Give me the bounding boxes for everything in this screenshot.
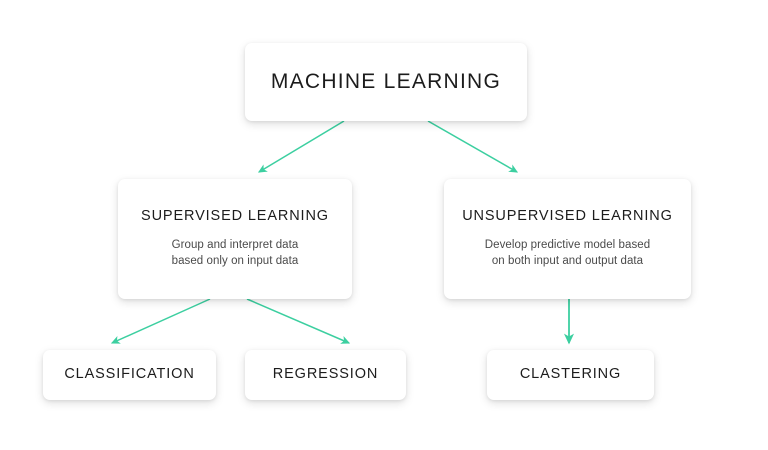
edge-supervised-to-regression (246, 298, 351, 344)
node-regression: REGRESSION (245, 350, 406, 400)
node-unsupervised-learning: UNSUPERVISED LEARNING Develop predictive… (444, 179, 691, 299)
node-classification-label: CLASSIFICATION (64, 366, 195, 383)
node-supervised-learning-label: SUPERVISED LEARNING (141, 208, 329, 225)
node-machine-learning-label: MACHINE LEARNING (270, 70, 502, 94)
node-regression-label: REGRESSION (272, 366, 379, 383)
node-classification: CLASSIFICATION (43, 350, 216, 400)
node-machine-learning: MACHINE LEARNING (245, 43, 527, 121)
edge-root-to-supervised (257, 120, 345, 173)
node-unsupervised-learning-label: UNSUPERVISED LEARNING (462, 208, 673, 225)
node-unsupervised-learning-description-line1: Develop predictive model based (484, 238, 651, 251)
edge-supervised-to-classification (110, 298, 211, 344)
node-unsupervised-learning-description-line2: on both input and output data (491, 255, 644, 268)
node-supervised-learning: SUPERVISED LEARNING Group and interpret … (118, 179, 352, 299)
node-clastering: CLASTERING (487, 350, 654, 400)
node-clastering-label: CLASTERING (519, 366, 622, 383)
node-supervised-learning-description-line1: Group and interpret data (171, 238, 299, 251)
edge-root-to-unsupervised (427, 120, 519, 173)
node-supervised-learning-description: Group and interpret data based only on i… (172, 237, 299, 270)
node-unsupervised-learning-description: Develop predictive model based on both i… (485, 237, 650, 270)
node-supervised-learning-description-line2: based only on input data (171, 255, 299, 268)
